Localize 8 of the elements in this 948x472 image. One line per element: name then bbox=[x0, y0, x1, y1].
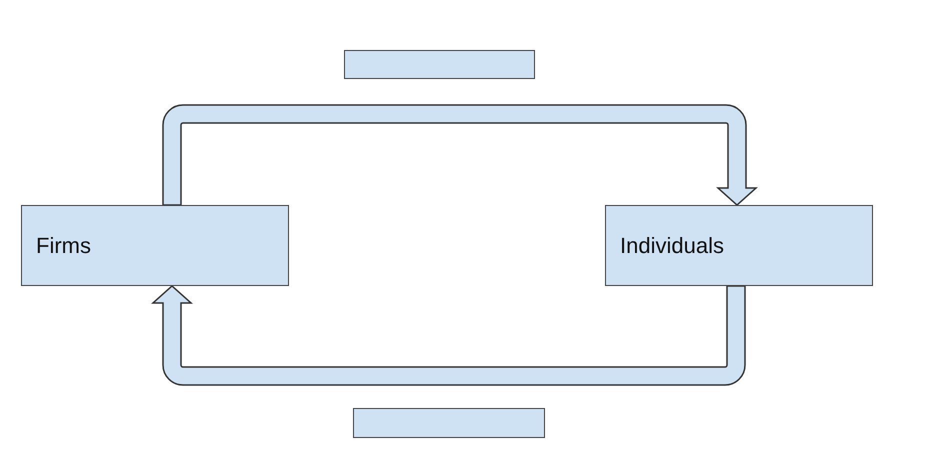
entity-box bbox=[21, 205, 289, 286]
blank-box bbox=[344, 50, 535, 79]
entity-box bbox=[605, 205, 873, 286]
box-label: Individuals bbox=[620, 232, 724, 258]
box-label: Firms bbox=[36, 232, 91, 258]
block-arrow bbox=[152, 285, 746, 386]
block-arrow bbox=[162, 104, 757, 206]
blank-box bbox=[353, 408, 545, 438]
